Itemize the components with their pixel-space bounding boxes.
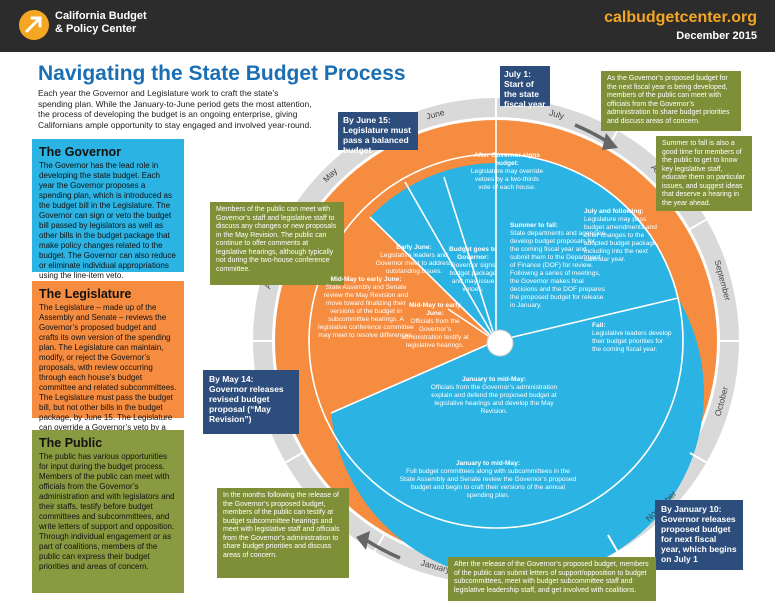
month-tick: [373, 534, 385, 552]
month-label-june: June: [425, 107, 446, 122]
header-bar: [0, 0, 775, 52]
legislature-inner-wedge: [317, 217, 496, 413]
org-name: California Budget & Policy Center: [55, 10, 147, 35]
site-url-link[interactable]: calbudgetcenter.org: [604, 9, 757, 26]
wheel-dividers: [330, 120, 679, 414]
governor-info-box: The Governor The Governor has the lead r…: [32, 139, 184, 280]
governor-wedge-spring: [331, 298, 704, 580]
public-body: The public has various opportunities for…: [39, 452, 175, 571]
wheel-summer-fall: Summer to fall:State departments and age…: [510, 222, 605, 309]
legislature-heading: The Legislature: [39, 287, 132, 301]
milestone-jan10: By January 10: Governor releases propose…: [655, 500, 743, 570]
note-public-after-jan: In the months following the release of t…: [217, 488, 349, 578]
governor-wedge-summer: [496, 154, 678, 341]
wheel-hub: [486, 329, 514, 357]
month-label-july: July: [548, 107, 566, 121]
wheel-mid-may-gov: Mid-May to early June:Officials from the…: [401, 302, 469, 349]
wheel-july-following: July and following:Legislature may pass …: [584, 208, 659, 263]
governor-heading: The Governor: [39, 145, 121, 159]
page-title: Navigating the State Budget Process: [38, 62, 406, 85]
wheel-budget-goes-gov: Budget goes to Governor:Governor signs b…: [449, 246, 497, 293]
note-public-may-revision: Members of the public can meet with Gove…: [210, 202, 344, 285]
milestone-may14: By May 14: Governor releases revised bud…: [203, 370, 299, 434]
issue-date: December 2015: [676, 30, 757, 42]
note-public-summer-fall: Summer to fall is also a good time for m…: [656, 136, 752, 211]
month-tick: [607, 534, 619, 552]
wheel-jan-midmay-gov: January to mid-May:Officials from the Go…: [430, 376, 558, 415]
governor-body: The Governor has the lead role in develo…: [39, 161, 176, 280]
public-info-box: The Public The public has various opport…: [32, 430, 184, 593]
month-tick: [689, 218, 707, 230]
org-logo-icon: [19, 10, 49, 40]
wheel-after-gov-signs: After Governor signs budget:Legislature …: [470, 152, 544, 191]
wheel-jan-midmay-leg: January to mid-May:Full budget committee…: [399, 460, 577, 499]
governor-inner-wedge: [370, 163, 496, 341]
milestone-june15: By June 15: Legislature must pass a bala…: [338, 112, 418, 155]
public-heading: The Public: [39, 436, 103, 450]
wheel-fall: Fall:Legislative leaders develop their b…: [592, 322, 672, 353]
month-tick: [285, 452, 303, 464]
wheel-early-june: Early June:Legislative leaders and Gover…: [375, 244, 453, 275]
note-public-after-release: After the release of the Governor’s prop…: [448, 557, 656, 601]
note-public-summer-next: As the Governor’s proposed budget for th…: [601, 71, 741, 131]
month-tick: [689, 452, 707, 464]
milestone-july1: July 1: Start of the state fiscal year: [500, 66, 550, 109]
wheel-mid-may-june: Mid-May to early June:State Assembly and…: [318, 276, 414, 339]
intro-paragraph: Each year the Governor and Legislature w…: [38, 88, 312, 130]
